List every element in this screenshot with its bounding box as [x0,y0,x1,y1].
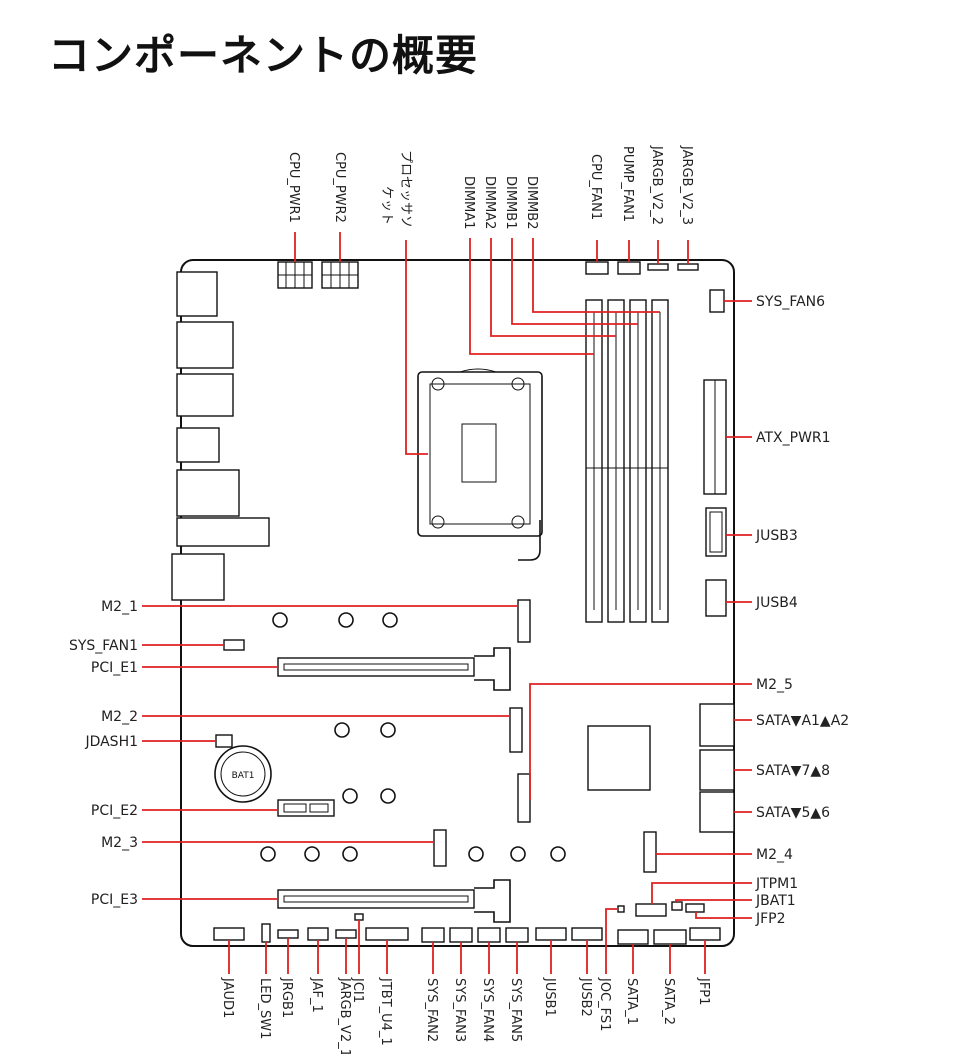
label-jfp1: JFP1 [696,977,711,1005]
cpu-pwr2-connector [321,261,359,289]
sata-ports [699,703,735,833]
m2-1-slot [517,599,531,643]
label-jci1: JCI1 [350,977,365,1003]
battery: BAT1 [214,745,272,803]
label-jaf-1: JAF_1 [309,977,324,1013]
sys-fan1-header [223,639,245,651]
label-sata-7-8: SATA▼7▲8 [756,763,830,779]
label-sys-fan6: SYS_FAN6 [756,294,825,310]
dimm-slots [585,299,669,623]
label-jbat1: JBAT1 [755,893,796,909]
label-pump-fan1: PUMP_FAN1 [620,146,635,222]
m2-2-slot [509,707,523,753]
label-pci-e1: PCI_E1 [91,660,138,676]
atx-pwr1-connector [703,379,727,495]
label-processor-socket-2: ケット [379,186,394,225]
label-dimmb1: DIMMB1 [503,176,518,229]
m2-3-slot [433,829,447,867]
cpu-pwr1-connector [277,261,313,289]
label-jtbt-u4-1: JTBT_U4_1 [378,977,393,1046]
mounting-holes [260,612,566,862]
label-sata-a1-a2: SATA▼A1▲A2 [756,713,849,729]
page-title: コンポーネントの概要 [48,31,479,80]
label-sys-fan4: SYS_FAN4 [480,978,495,1042]
label-jaud1: JAUD1 [220,977,235,1018]
label-m2-5: M2_5 [756,677,793,693]
label-m2-1: M2_1 [101,599,138,615]
label-pci-e2: PCI_E2 [91,803,138,819]
label-m2-4: M2_4 [756,847,793,863]
m2-5-slot [517,773,531,823]
jargb-v2-2-header [647,263,669,271]
leader-lines [142,232,752,974]
label-jusb4: JUSB4 [755,595,798,611]
pci-e3-slot [277,879,511,923]
label-led-sw1: LED_SW1 [257,978,272,1039]
label-jfp2: JFP2 [755,911,786,927]
right-labels: SYS_FAN6 ATX_PWR1 JUSB3 JUSB4 M2_5 SATA▼… [755,294,849,927]
m2-4-slot [643,831,657,873]
label-m2-3: M2_3 [101,835,138,851]
label-dimma1: DIMMA1 [461,176,476,229]
label-jusb3: JUSB3 [755,528,798,544]
label-jrgb1: JRGB1 [279,977,294,1018]
label-jusb2: JUSB2 [578,977,593,1017]
label-sata-1: SATA_1 [624,978,639,1025]
label-sys-fan1: SYS_FAN1 [69,638,138,654]
label-dimmb2: DIMMB2 [524,176,539,229]
jusb4-connector [705,579,727,617]
chipset [587,725,651,791]
label-pci-e3: PCI_E3 [91,892,138,908]
jusb3-connector [705,507,727,557]
jdash1-header [215,734,233,748]
label-jargb-v2-1: JARGB_V2_1 [337,977,352,1054]
board-outline [180,259,735,947]
label-jargb-v2-3: JARGB_V2_3 [679,145,694,225]
label-m2-2: M2_2 [101,709,138,725]
label-cpu-fan1: CPU_FAN1 [588,154,603,220]
label-sys-fan3: SYS_FAN3 [452,978,467,1042]
top-labels: CPU_PWR1 CPU_PWR2 プロセッサソ ケット DIMMA1 DIMM… [286,145,694,229]
label-processor-socket-1: プロセッサソ [398,150,413,228]
rear-io-ports [171,271,270,601]
label-jargb-v2-2: JARGB_V2_2 [649,145,664,225]
label-jusb1: JUSB1 [542,977,557,1017]
jargb-v2-3-header [677,263,699,271]
label-sys-fan2: SYS_FAN2 [424,978,439,1042]
cpu-fan1-header [585,261,609,275]
label-jtpm1: JTPM1 [755,876,798,892]
label-jdash1: JDASH1 [84,734,138,750]
label-sys-fan5: SYS_FAN5 [508,978,523,1042]
bottom-labels: JAUD1 LED_SW1 JRGB1 JAF_1 JARGB_V2_1 JCI… [220,977,711,1054]
battery-label: BAT1 [232,771,255,781]
label-cpu-pwr1: CPU_PWR1 [286,152,301,223]
label-dimma2: DIMMA2 [482,176,497,229]
label-sata-5-6: SATA▼5▲6 [756,805,830,821]
label-atx-pwr1: ATX_PWR1 [756,430,831,446]
pump-fan1-header [617,261,641,275]
cpu-socket [417,368,543,561]
sys-fan6-header [709,289,725,313]
label-joc-fs1: JOC_FS1 [597,977,612,1031]
label-sata-2: SATA_2 [661,978,676,1025]
label-cpu-pwr2: CPU_PWR2 [332,152,347,223]
pci-e1-slot [277,647,511,691]
pci-e2-slot [277,799,335,817]
left-labels: M2_1 SYS_FAN1 PCI_E1 M2_2 JDASH1 PCI_E2 … [69,599,138,908]
